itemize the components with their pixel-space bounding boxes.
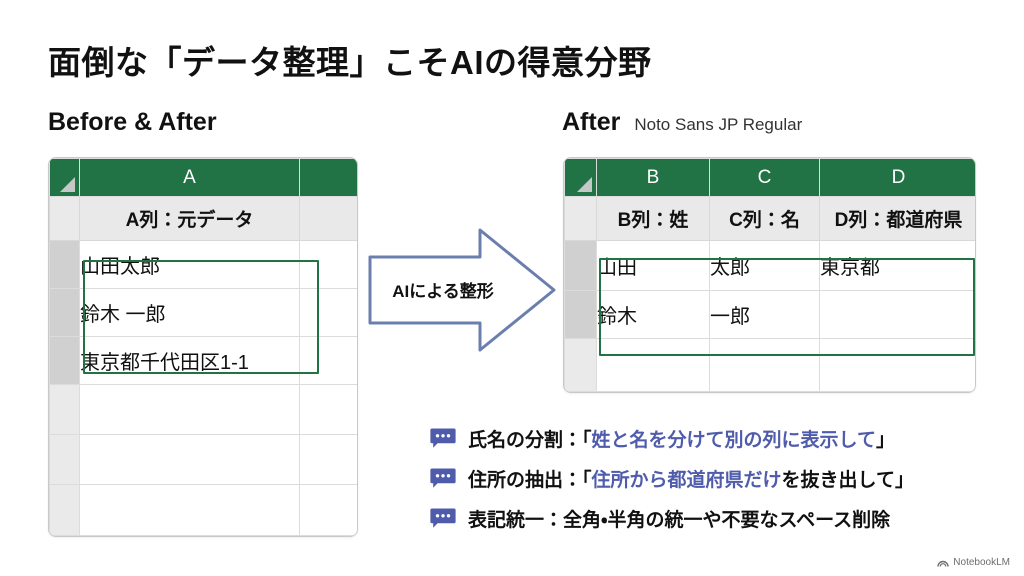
bullet-text: 住所の抽出：「住所から都道府県だけを抜き出して」 bbox=[468, 465, 914, 492]
cell-d3[interactable] bbox=[819, 290, 975, 339]
row-header-7[interactable] bbox=[49, 484, 80, 536]
bullet-quote-close: 」 bbox=[875, 429, 895, 451]
row-header-3[interactable] bbox=[564, 290, 597, 339]
corner-triangle-icon bbox=[60, 177, 75, 192]
before-column-header-row: A bbox=[49, 158, 357, 197]
cell-b3[interactable] bbox=[299, 288, 357, 337]
cell-d2[interactable]: 東京都 bbox=[819, 240, 975, 291]
select-all-corner[interactable] bbox=[564, 158, 597, 197]
after-label-text: After bbox=[562, 108, 621, 136]
bullet-tail: を抜き出して bbox=[781, 469, 895, 491]
table-row bbox=[564, 338, 975, 392]
table-row bbox=[49, 484, 357, 536]
column-header-b-partial[interactable] bbox=[299, 158, 357, 197]
after-section-label: After Noto Sans JP Regular bbox=[562, 108, 802, 137]
speech-bubble-icon bbox=[430, 467, 456, 489]
row-header-2[interactable] bbox=[564, 240, 597, 291]
table-row bbox=[49, 434, 357, 485]
column-header-d[interactable]: D bbox=[819, 158, 975, 197]
before-field-label-row: A列：元データ bbox=[49, 196, 357, 241]
before-section-label: Before & After bbox=[48, 108, 217, 137]
bullet-quote-open: 「 bbox=[582, 429, 592, 451]
row-header-1[interactable] bbox=[564, 196, 597, 241]
table-row: 山田太郎 bbox=[49, 240, 357, 289]
cell-b6[interactable] bbox=[299, 434, 357, 485]
arrow-shape-icon bbox=[368, 228, 556, 352]
field-label-a: A列：元データ bbox=[79, 196, 300, 241]
column-header-a[interactable]: A bbox=[79, 158, 300, 197]
cell-b3[interactable]: 鈴木 bbox=[596, 290, 710, 339]
after-field-label-row: B列：姓 C列：名 D列：都道府県 bbox=[564, 196, 975, 241]
bullet-lead: 氏名の分割： bbox=[468, 429, 583, 451]
bullet-text: 氏名の分割：「姓と名を分けて別の列に表示して」 bbox=[468, 425, 895, 452]
prompt-examples-list: 氏名の分割：「姓と名を分けて別の列に表示して」 住所の抽出：「住所から都道府県だ… bbox=[430, 418, 990, 538]
before-sheet-table: A A列：元データ 山田太郎 鈴木 一郎 東京都千代田区1-1 bbox=[49, 158, 357, 536]
bullet-lead: 表記統一：全角・半角の統一や不要なスペース削除 bbox=[468, 509, 891, 531]
before-label-text: Before & After bbox=[48, 108, 217, 136]
cell-b2[interactable] bbox=[299, 240, 357, 289]
field-label-d: D列：都道府県 bbox=[819, 196, 975, 241]
cell-d4[interactable] bbox=[819, 338, 975, 392]
cell-b7[interactable] bbox=[299, 484, 357, 536]
list-item: 氏名の分割：「姓と名を分けて別の列に表示して」 bbox=[430, 418, 990, 458]
select-all-corner[interactable] bbox=[49, 158, 80, 197]
row-header-4[interactable] bbox=[49, 336, 80, 385]
cell-a7[interactable] bbox=[79, 484, 300, 536]
bullet-accent: 姓と名を分けて別の列に表示して bbox=[591, 429, 876, 451]
cell-a4[interactable]: 東京都千代田区1-1 bbox=[79, 336, 300, 385]
row-header-5[interactable] bbox=[49, 384, 80, 435]
table-row: 山田 太郎 東京都 bbox=[564, 240, 975, 291]
cell-a6[interactable] bbox=[79, 434, 300, 485]
arrow-label: AIによる整形 bbox=[392, 282, 494, 301]
cell-a5[interactable] bbox=[79, 384, 300, 435]
row-header-4[interactable] bbox=[564, 338, 597, 392]
speech-bubble-icon bbox=[430, 427, 456, 449]
cell-b2[interactable]: 山田 bbox=[596, 240, 710, 291]
row-header-6[interactable] bbox=[49, 434, 80, 485]
cell-a2[interactable]: 山田太郎 bbox=[79, 240, 300, 289]
list-item: 表記統一：全角・半角の統一や不要なスペース削除 bbox=[430, 498, 990, 538]
column-header-b[interactable]: B bbox=[596, 158, 710, 197]
list-item: 住所の抽出：「住所から都道府県だけを抜き出して」 bbox=[430, 458, 990, 498]
bullet-accent: 住所から都道府県だけ bbox=[591, 469, 782, 491]
table-row bbox=[49, 384, 357, 435]
table-row: 鈴木 一郎 bbox=[49, 288, 357, 337]
bullet-quote-open: 「 bbox=[582, 469, 592, 491]
field-label-blank bbox=[299, 196, 357, 241]
notebooklm-watermark: NotebookLM bbox=[937, 557, 1010, 568]
table-row: 鈴木 一郎 bbox=[564, 290, 975, 339]
cell-c3[interactable]: 一郎 bbox=[709, 290, 820, 339]
row-header-2[interactable] bbox=[49, 240, 80, 289]
after-sheet-table: B C D B列：姓 C列：名 D列：都道府県 山田 太郎 東京都 鈴木 一郎 bbox=[564, 158, 975, 392]
after-column-header-row: B C D bbox=[564, 158, 975, 197]
corner-triangle-icon bbox=[577, 177, 592, 192]
table-row: 東京都千代田区1-1 bbox=[49, 336, 357, 385]
bullet-lead: 住所の抽出： bbox=[468, 469, 583, 491]
bullet-quote-close: 」 bbox=[894, 469, 914, 491]
bullet-text: 表記統一：全角・半角の統一や不要なスペース削除 bbox=[468, 505, 890, 532]
field-label-b: B列：姓 bbox=[596, 196, 710, 241]
cell-b4[interactable] bbox=[596, 338, 710, 392]
column-header-c[interactable]: C bbox=[709, 158, 820, 197]
cell-c4[interactable] bbox=[709, 338, 820, 392]
watermark-label: NotebookLM bbox=[953, 557, 1010, 568]
field-label-c: C列：名 bbox=[709, 196, 820, 241]
cell-b5[interactable] bbox=[299, 384, 357, 435]
cell-a3[interactable]: 鈴木 一郎 bbox=[79, 288, 300, 337]
page-title: 面倒な「データ整理」こそAIの得意分野 bbox=[48, 44, 652, 81]
row-header-3[interactable] bbox=[49, 288, 80, 337]
after-font-note: Noto Sans JP Regular bbox=[634, 115, 803, 134]
cell-b4[interactable] bbox=[299, 336, 357, 385]
speech-bubble-icon bbox=[430, 507, 456, 529]
before-spreadsheet[interactable]: A A列：元データ 山田太郎 鈴木 一郎 東京都千代田区1-1 bbox=[48, 157, 358, 537]
notebooklm-logo-icon bbox=[937, 558, 949, 568]
transform-arrow: AIによる整形 bbox=[368, 227, 558, 353]
cell-c2[interactable]: 太郎 bbox=[709, 240, 820, 291]
row-header-1[interactable] bbox=[49, 196, 80, 241]
after-spreadsheet[interactable]: B C D B列：姓 C列：名 D列：都道府県 山田 太郎 東京都 鈴木 一郎 bbox=[563, 157, 976, 393]
